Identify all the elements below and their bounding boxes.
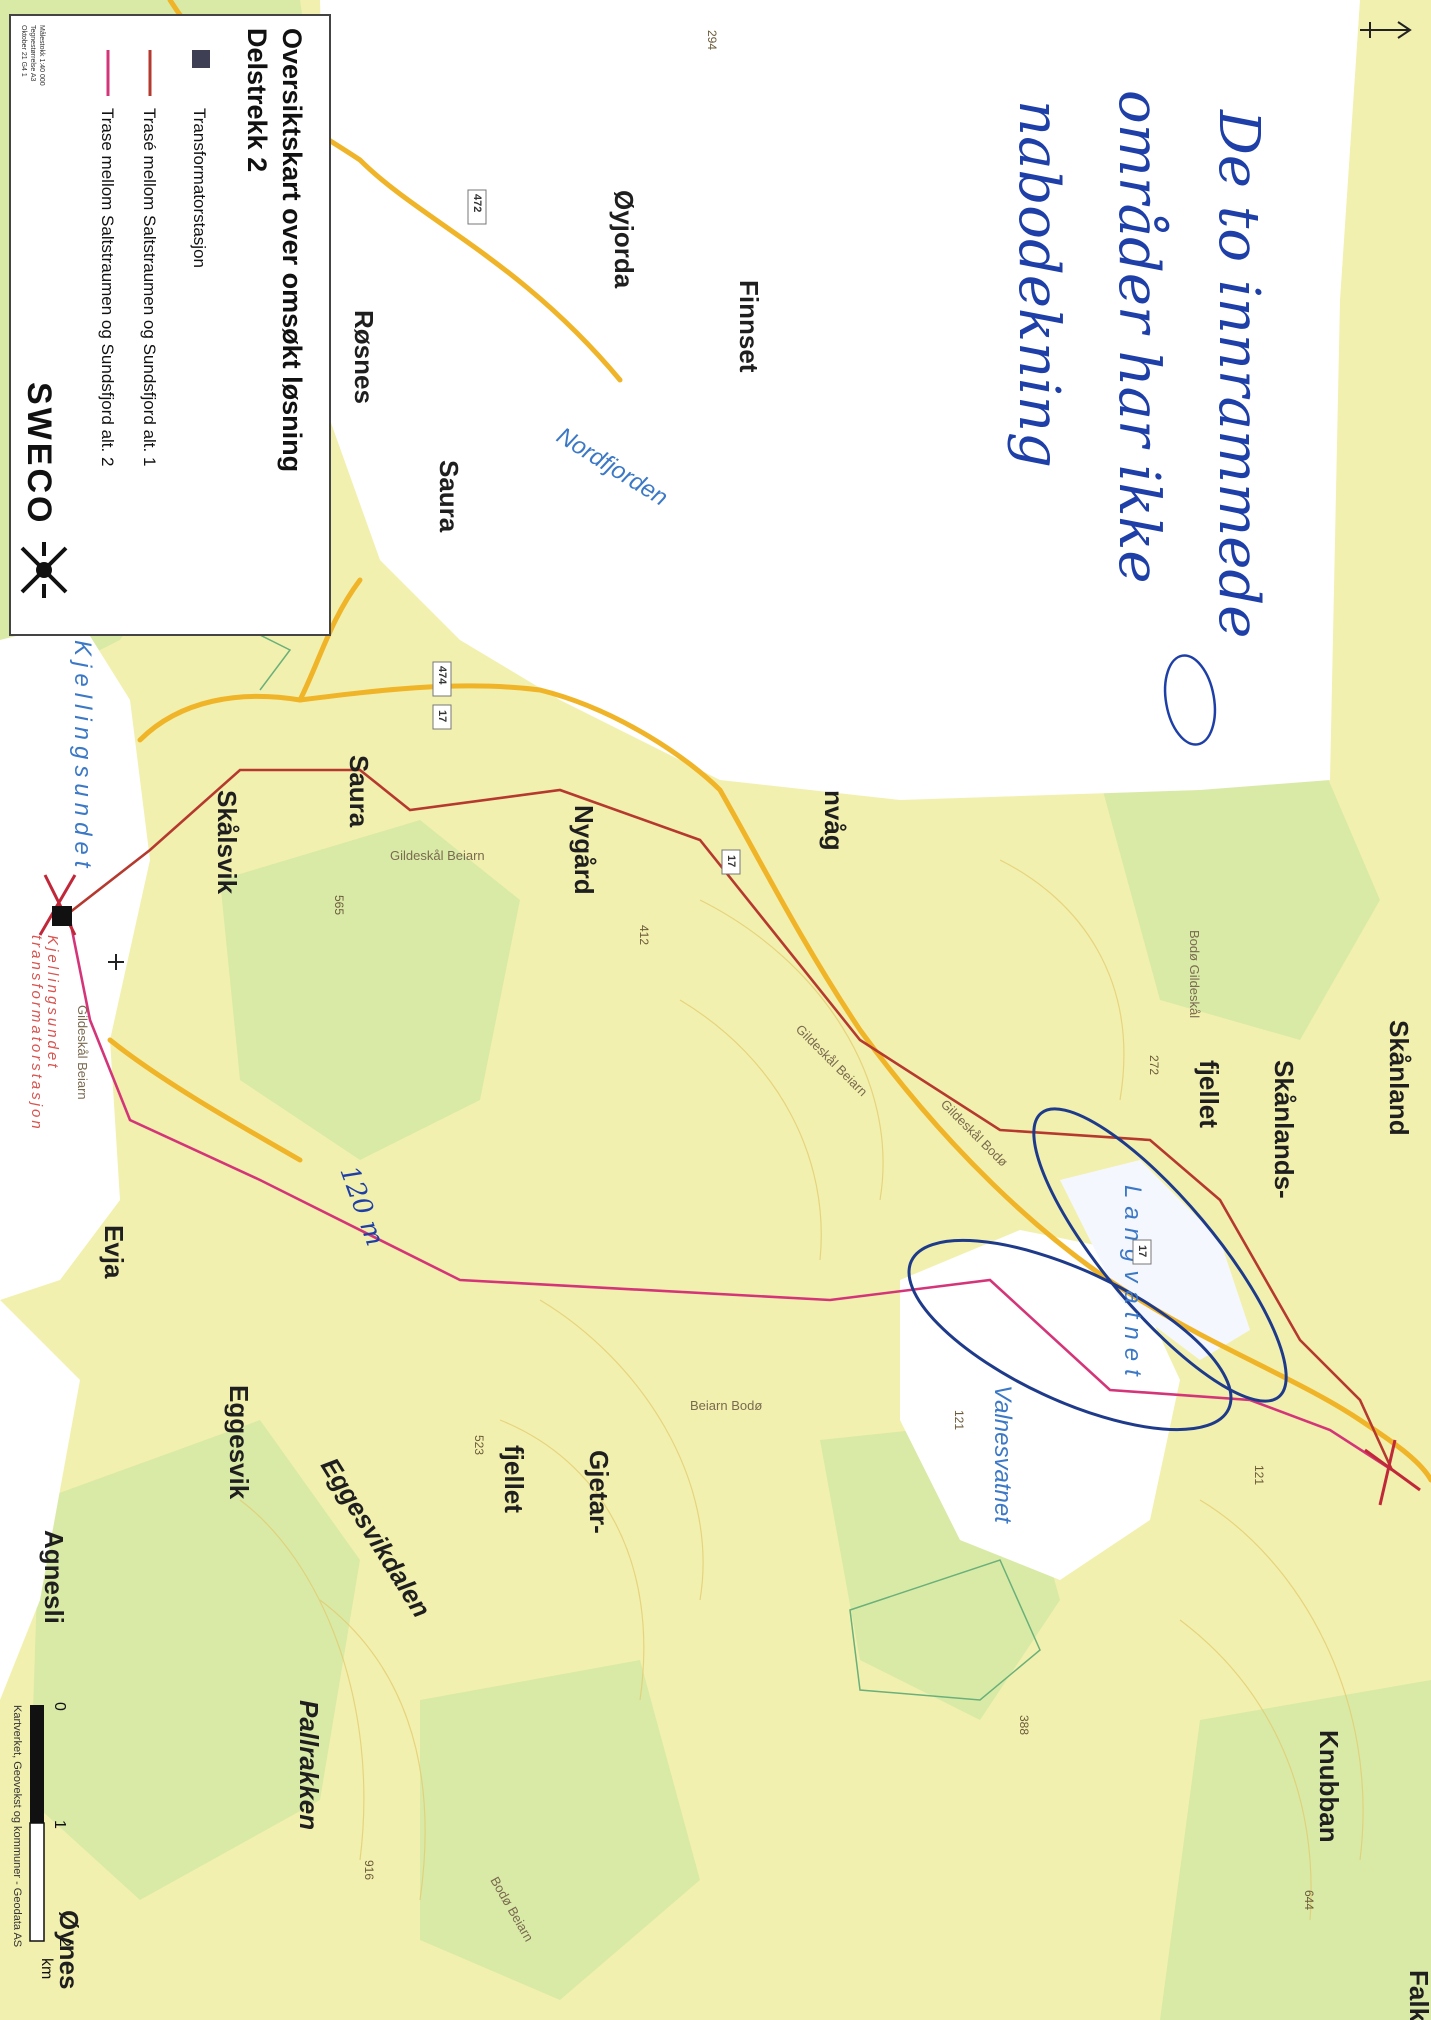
route-alt2[interactable] xyxy=(60,918,1393,1472)
water-kjellingsundet xyxy=(0,620,150,1300)
handwritten-ovals xyxy=(907,1107,1288,1432)
label-skanlands: Skånlands- xyxy=(1269,1060,1299,1199)
water-coast-south xyxy=(0,1300,80,1700)
label-nygard: Nygård xyxy=(569,805,599,895)
station-label-line2: transformatorstasjon xyxy=(28,935,45,1132)
road-472: 472 xyxy=(471,194,483,212)
legend-box: Oversiktskart over omsøkt løsning Delstr… xyxy=(9,14,331,636)
scale-tick-0: 0 xyxy=(51,1702,68,1711)
station-label: Kjellingsundet transformatorstasjon xyxy=(28,935,61,1132)
legend-title-line1: Oversiktskart over omsøkt løsning xyxy=(277,28,307,472)
water-nordfjorden xyxy=(320,0,1360,800)
label-saura1: Saura xyxy=(344,755,374,828)
scale-tick-2: 2 xyxy=(56,1938,73,1947)
elev-294: 294 xyxy=(705,30,719,50)
legend-item-station: Transformatorstasjon xyxy=(190,108,209,268)
label-pallrakken: Pallrakken xyxy=(294,1700,324,1830)
elev-388: 388 xyxy=(1017,1715,1031,1735)
scale-tick-1: 1 xyxy=(51,1820,68,1829)
transformer-station-marker[interactable] xyxy=(52,906,72,926)
scale-credit: Kartverket, Geovekst og kommuner - Geoda… xyxy=(11,1705,23,1947)
water-langvatnet xyxy=(1060,1160,1250,1360)
sweco-logo-icon xyxy=(20,542,68,598)
label-knubban: Knubban xyxy=(1314,1730,1344,1843)
handwritten-line2: områder har ikke xyxy=(1106,90,1171,583)
elev-121b: 121 xyxy=(1252,1465,1266,1485)
handwritten-line3: nabodekning xyxy=(1006,100,1071,468)
legend-date-note: Oktober 21 G4 1 xyxy=(20,25,27,77)
scale-unit: km xyxy=(38,1958,55,1979)
oval-langvatnet xyxy=(1032,1107,1288,1403)
legend-item-alt1: Trasé mellom Saltstraumen og Sundsfjord … xyxy=(140,108,159,466)
elev-565: 565 xyxy=(332,895,346,915)
label-nvag: nvåg xyxy=(819,790,849,851)
label-fjellet2: fjellet xyxy=(1194,1060,1224,1128)
water-areas xyxy=(0,0,1360,1700)
handwritten-line1: De to innrammede xyxy=(1206,109,1271,638)
elevation-labels: 294 412 565 272 523 121 121 388 644 916 xyxy=(332,30,1316,1910)
label-rosnes: Røsnes xyxy=(349,310,379,404)
label-gjetar: Gjetar- xyxy=(584,1450,614,1534)
legend-size-note: Tegnestørrelse A3 xyxy=(29,25,36,82)
route-alt1[interactable] xyxy=(59,768,1394,1471)
label-evja: Evja xyxy=(99,1225,129,1279)
handwritten-circle xyxy=(1163,654,1217,746)
sweco-logo-text: SWECO xyxy=(20,382,58,525)
road-474: 474 xyxy=(436,666,448,685)
legend-title-line2: Delstrekk 2 xyxy=(242,28,272,172)
label-saura2: Saura xyxy=(434,460,464,533)
label-langvatnet: Langvatnet xyxy=(1119,1185,1146,1384)
road-17b: 17 xyxy=(725,855,737,867)
north-arrow-icon xyxy=(1360,21,1412,39)
elev-121a: 121 xyxy=(952,1410,966,1430)
small-gildeskal-beiarn1: Gildeskål Beiarn xyxy=(390,848,485,863)
small-gildeskal-station: Gildeskål Beiarn xyxy=(75,1005,90,1100)
water-valnesvatnet xyxy=(900,1230,1180,1580)
small-bodo-gildeskal: Bodø Gildeskål xyxy=(1187,930,1202,1018)
endpoint-crosses xyxy=(38,874,1421,1506)
label-oyjorda: Øyjorda xyxy=(609,190,639,289)
label-skanland: Skånland xyxy=(1384,1020,1414,1136)
label-eggesvik: Eggesvik xyxy=(224,1385,254,1500)
label-falk: Falk xyxy=(1404,1970,1431,2020)
small-beiarn-bodo: Beiarn Bodø xyxy=(690,1398,762,1413)
station-cross-marker xyxy=(108,954,124,970)
road-shields: 472 474 17 17 17 xyxy=(432,189,1152,1265)
label-finnset: Finnset xyxy=(734,280,764,373)
elev-412: 412 xyxy=(637,925,651,945)
elev-644: 644 xyxy=(1302,1890,1316,1910)
label-oynes: Øynes xyxy=(54,1910,84,1990)
elev-523: 523 xyxy=(472,1435,486,1455)
legend-station-swatch xyxy=(192,50,210,68)
elev-272: 272 xyxy=(1147,1055,1161,1075)
label-skalsvik: Skålsvik xyxy=(212,790,242,895)
handwritten-note: De to innrammede områder har ikke nabode… xyxy=(1006,90,1271,638)
road-17a: 17 xyxy=(436,710,448,722)
label-kjellingsundet: Kjellingsundet xyxy=(69,640,96,873)
oval-valnesvatnet xyxy=(907,1238,1233,1432)
road-17c: 17 xyxy=(1136,1245,1148,1257)
contour-lines xyxy=(239,859,1364,1921)
station-label-line1: Kjellingsundet xyxy=(44,935,61,1070)
legend-scale-note: Målestokk 1:40 000 xyxy=(38,25,46,86)
elev-916: 916 xyxy=(362,1860,376,1880)
label-valnesvatnet: Valnesvatnet xyxy=(989,1385,1016,1524)
label-agnesli: Agnesli xyxy=(39,1530,69,1624)
label-fjellet1: fjellet xyxy=(499,1445,529,1513)
legend-item-alt2: Trase mellom Saltstraumen og Sundsfjord … xyxy=(98,108,117,466)
scale-bar: 0 1 2 km Kartverket, Geovekst og kommune… xyxy=(11,1702,73,1979)
